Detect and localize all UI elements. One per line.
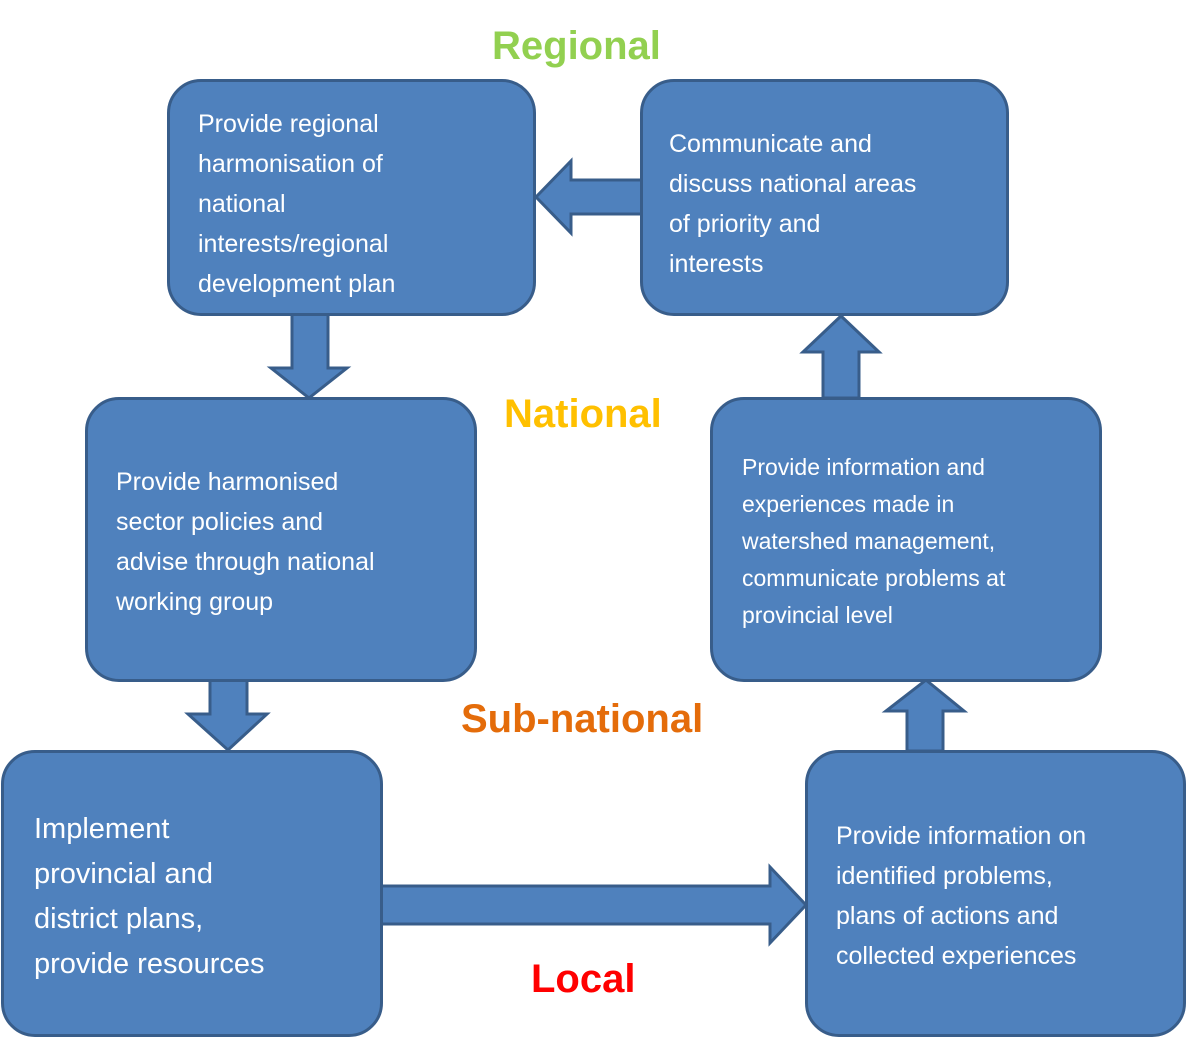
level-label-regional: Regional [492,24,661,68]
box-text-line: Provide information on [836,822,1087,850]
arrow-right-local [379,863,809,947]
box-text-line: Communicate and [669,130,872,158]
box-text-line: Provide regional [198,110,379,138]
arrow-down-national-to-local [184,678,271,753]
box-text-line: district plans, [34,903,204,935]
arrow-up-national-to-regional [799,313,883,400]
box-text-line: national [198,190,286,218]
box-text-line: plans of actions and [836,902,1059,930]
box-text-line: of priority and [669,210,821,238]
level-label-national: National [504,392,662,436]
box-text-line: provincial and [34,858,213,890]
box-text-line: provincial level [742,602,893,628]
arrow-down-regional-to-national [266,312,352,400]
box-text-line: collected experiences [836,942,1077,970]
box-text-line: watershed management, [742,528,996,554]
box-text-line: advise through national [116,548,375,576]
box-provide-experiences: Provide information and experiences made… [710,397,1102,682]
box-harmonised-policies: Provide harmonised sector policies and a… [85,397,477,682]
box-text-line: Provide harmonised [116,468,339,496]
box-text-line: Implement [34,813,170,845]
box-text-line: experiences made in [742,491,955,517]
box-text-line: sector policies and [116,508,324,536]
box-identified-problems: Provide information on identified proble… [805,750,1186,1037]
box-text-line: identified problems, [836,862,1053,890]
box-text-line: Provide information and [742,454,985,480]
arrow-left-regional [533,157,644,237]
arrow-up-local-to-national [881,678,969,753]
level-label-subnational: Sub-national [461,697,704,741]
box-communicate-priorities: Communicate and discuss national areas o… [640,79,1009,316]
box-text-line: communicate problems at [742,565,1006,591]
box-text-line: interests/regional [198,230,389,258]
box-text-line: discuss national areas [669,170,917,198]
box-text-line: interests [669,250,764,278]
box-text-line: working group [116,588,274,616]
box-text-line: development plan [198,270,396,298]
box-text-line: provide resources [34,948,265,980]
box-text-line: harmonisation of [198,150,383,178]
level-label-local: Local [531,957,636,1001]
box-regional-harmonisation: Provide regional harmonisation of nation… [167,79,536,316]
box-implement-plans: Implement provincial and district plans,… [1,750,383,1037]
